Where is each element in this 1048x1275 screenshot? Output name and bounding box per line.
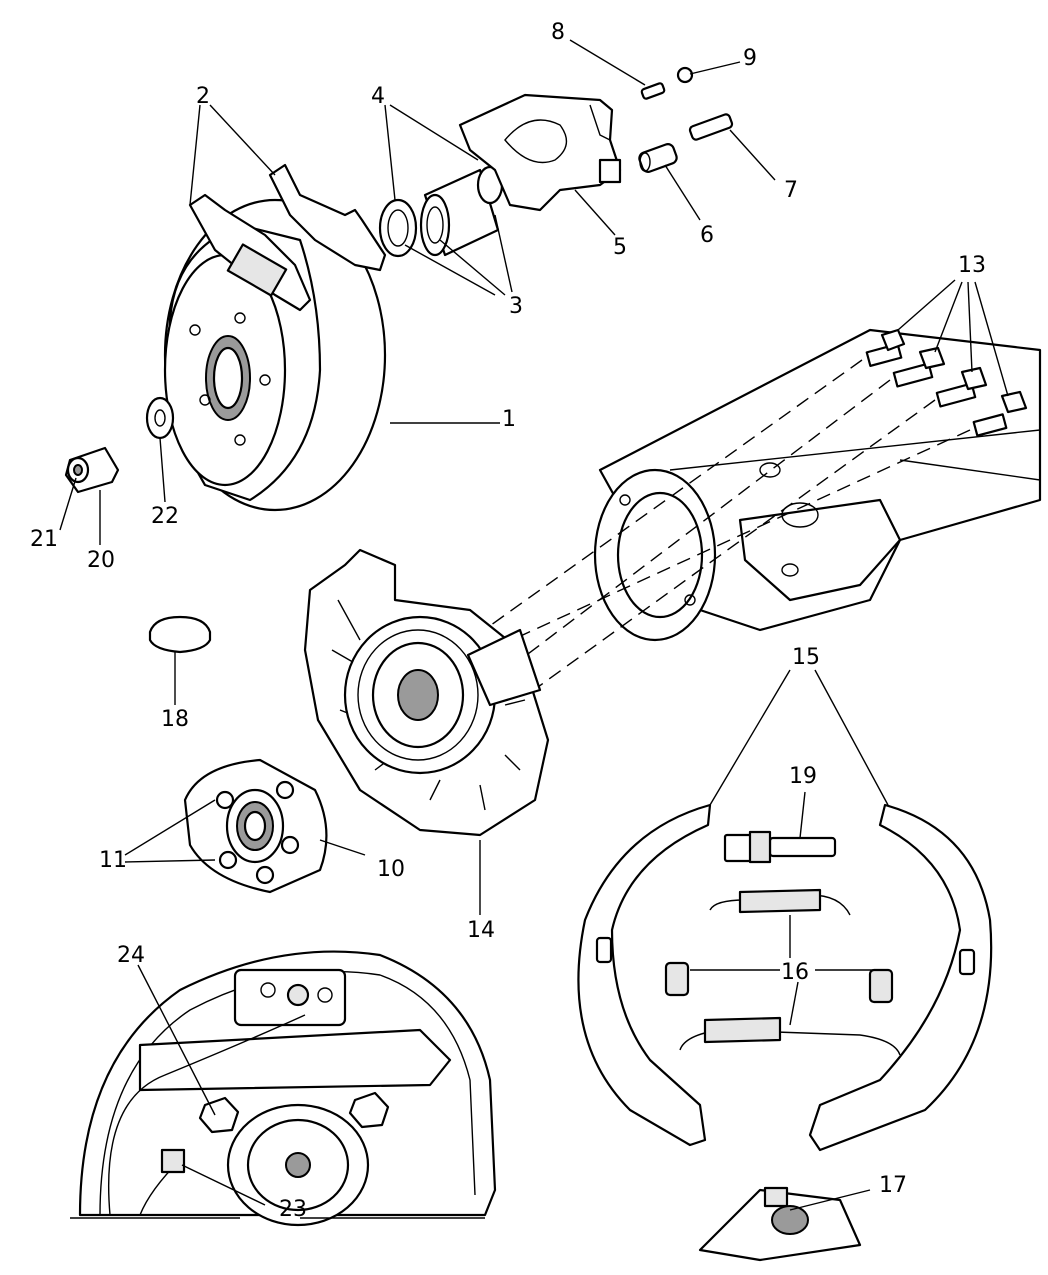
caliper-piston [378, 165, 504, 258]
callout-17: 17 [879, 1173, 907, 1198]
callout-10: 10 [377, 857, 405, 882]
caliper [458, 93, 622, 212]
bleeder-cap [676, 66, 694, 84]
callout-24: 24 [117, 943, 145, 968]
mounting-bolts [469, 328, 1028, 701]
callout-8: 8 [551, 20, 565, 45]
bolt-13c [935, 366, 988, 408]
bleeder-screw [640, 82, 666, 100]
callout-14: 14 [467, 918, 495, 943]
washer [145, 396, 175, 440]
lug-nut [64, 446, 120, 494]
lever-bracket [698, 1186, 862, 1262]
callout-21: 21 [30, 527, 58, 552]
callout-5: 5 [613, 235, 627, 260]
bolt-13a [865, 328, 906, 368]
slider-bushing [638, 143, 678, 173]
callout-11: 11 [99, 848, 127, 873]
brake-pads [188, 163, 387, 312]
callout-22: 22 [151, 504, 179, 529]
callout-1: 1 [502, 407, 516, 432]
parking-brake-shoes [577, 803, 993, 1152]
leader-lines [59, 39, 1009, 1211]
hub-bearing [183, 758, 328, 894]
callout-9: 9 [743, 46, 757, 71]
axle-housing [593, 328, 1042, 642]
callout-23: 23 [279, 1197, 307, 1222]
callout-6: 6 [700, 223, 714, 248]
backing-plate [303, 548, 550, 837]
callout-13: 13 [958, 253, 986, 278]
callout-3: 3 [509, 294, 523, 319]
callout-15: 15 [792, 645, 820, 670]
access-plug [148, 615, 212, 654]
callout-2: 2 [196, 84, 210, 109]
callout-18: 18 [161, 707, 189, 732]
callout-7: 7 [784, 178, 798, 203]
bolt-13d [972, 390, 1028, 437]
brake-rotor [163, 198, 387, 512]
callout-4: 4 [371, 84, 385, 109]
callout-20: 20 [87, 548, 115, 573]
callout-16: 16 [781, 960, 809, 985]
bolt-13b [892, 346, 946, 388]
callout-19: 19 [789, 764, 817, 789]
guide-pin [688, 113, 734, 141]
detail-view [70, 950, 497, 1227]
